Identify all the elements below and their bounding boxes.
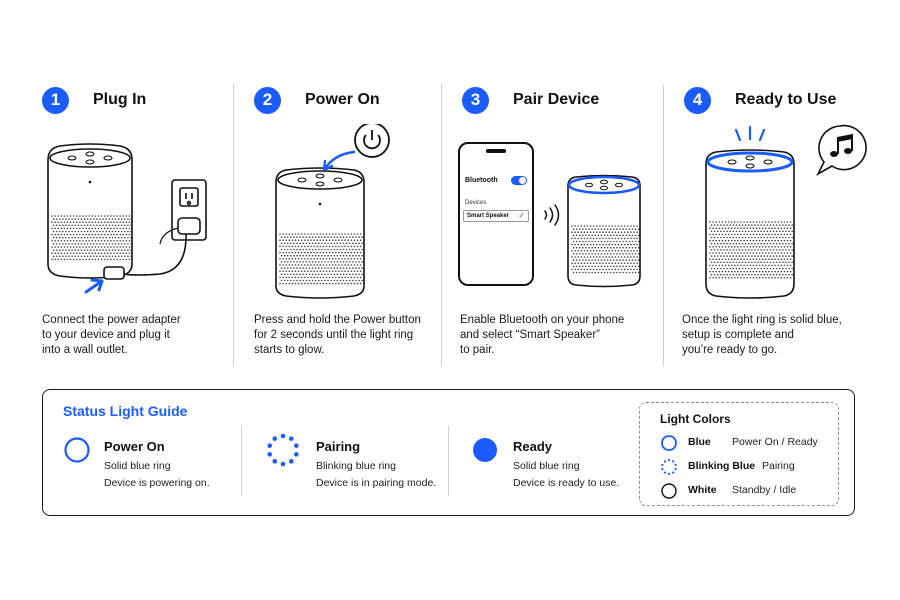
signal-waves-icon [544,204,560,226]
step-title: Pair Device [513,91,600,108]
speaker-icon [705,149,795,299]
step-description: Connect the power adapter to your device… [42,314,181,356]
bluetooth-row: Bluetooth [465,176,527,188]
white-ring-icon [661,483,677,499]
speaker-grille [709,221,793,279]
pair-device-illustration: Bluetooth Devices Smart Speaker ✓ [458,124,652,304]
guide-divider [448,426,449,496]
step-number-badge: 1 [42,86,69,114]
step-number-badge: 2 [254,86,281,114]
status-desc: Solid blue ring [513,460,580,472]
solid-circle-icon [473,438,497,462]
speaker-grille [279,233,363,285]
status-desc: Solid blue ring [104,460,171,472]
speaker-icon [567,174,641,288]
plug-in-illustration [47,143,207,294]
status-name: Power On [104,439,165,454]
phone-notch [486,149,506,153]
status-light-guide: Status Light Guide Power On Solid blue r… [42,389,855,516]
plug-arrow-icon [84,278,104,294]
guide-divider [241,426,242,496]
legend-color-name: Blinking Blue [688,460,756,472]
status-ready: Ready Solid blue ring Device is ready to… [471,430,631,500]
step-header: 1 Plug In [42,84,146,116]
phone-icon: Bluetooth Devices Smart Speaker ✓ [458,142,534,286]
check-icon: ✓ [518,211,525,220]
step-divider [663,84,664,366]
step-description: Once the light ring is solid blue, setup… [682,314,842,356]
speaker-grille [571,225,640,274]
music-bubble-icon [816,124,867,177]
legend-row-white: White Standby / Idle [660,482,830,500]
speaker-grille [51,215,132,261]
legend-row-blinking-blue: Blinking Blue Pairing [660,458,830,476]
step-description: Press and hold the Power button for 2 se… [254,314,421,356]
legend-color-name: Blue [688,436,711,448]
legend-color-name: White [688,484,717,496]
step-title: Plug In [93,91,147,108]
status-desc: Device is powering on. [104,477,210,489]
step-number-badge: 3 [462,86,489,114]
device-item-smart-speaker[interactable]: Smart Speaker ✓ [463,210,529,222]
status-desc: Blinking blue ring [316,460,396,472]
step-divider [233,84,234,366]
step-description: Enable Bluetooth on your phone and selec… [460,314,625,356]
light-colors-legend: Light Colors Blue Power On / Ready Blink… [639,402,839,506]
step-header: 3 Pair Device [462,84,599,116]
bluetooth-label: Bluetooth [465,177,498,184]
step-power-on: 2 Power On Press and hold the Power butt… [254,84,434,374]
guide-title: Status Light Guide [63,403,188,419]
status-power-on: Power On Solid blue ring Device is power… [63,430,243,500]
power-on-illustration [275,124,390,299]
step-plug-in: 1 Plug In Connect t [42,84,222,374]
bluetooth-toggle[interactable] [511,176,527,185]
step-title: Power On [305,91,380,108]
status-pairing: Pairing Blinking blue ring Device is in … [265,430,455,500]
status-name: Pairing [316,439,361,454]
legend-color-state: Pairing [762,460,795,472]
step-header: 4 Ready to Use [684,84,836,116]
power-cord-icon [103,217,201,280]
status-name: Ready [513,439,553,454]
step-ready-to-use: 4 Ready to Use Once the light ring is so… [682,84,874,374]
ready-illustration [705,124,867,299]
legend-row-blue: Blue Power On / Ready [660,434,830,452]
press-arrow-icon [322,150,356,172]
step-header: 2 Power On [254,84,380,116]
legend-color-state: Power On / Ready [732,436,818,448]
step-pair-device: 3 Pair Device Bluetooth Devices Smart Sp… [458,84,652,374]
status-desc: Device is ready to use. [513,477,620,489]
step-divider [441,84,442,366]
ring-outline-icon [64,437,90,463]
speaker-icon [47,143,133,279]
power-button-icon [354,124,390,158]
blinking-blue-icon [661,458,677,476]
device-name: Smart Speaker [467,213,510,219]
devices-label: Devices [465,200,487,206]
glow-rays-icon [734,125,766,142]
step-title: Ready to Use [735,91,837,108]
step-number-badge: 4 [684,86,711,114]
blue-ring-icon [661,435,677,451]
blinking-dots-icon [267,433,299,467]
status-desc: Device is in pairing mode. [316,477,437,489]
legend-title: Light Colors [660,412,731,426]
speaker-icon [275,167,365,299]
toggle-knob [519,177,526,184]
legend-color-state: Standby / Idle [732,484,797,496]
